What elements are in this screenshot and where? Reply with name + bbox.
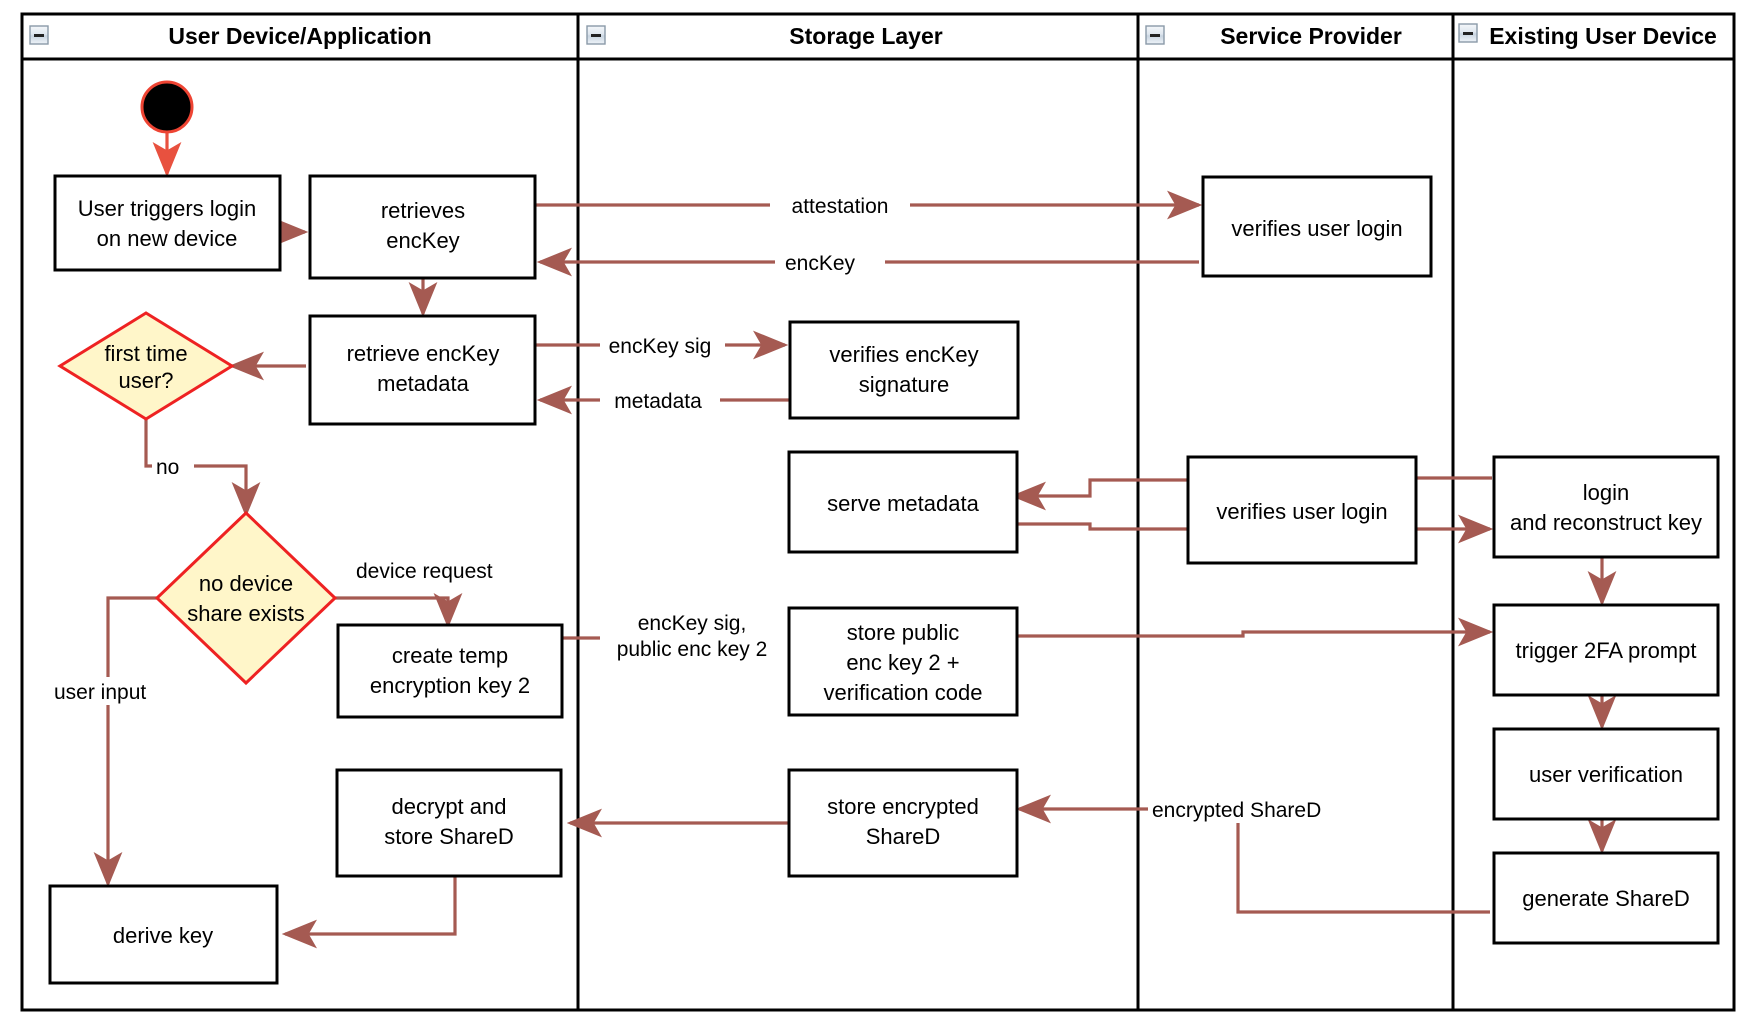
node-decrypt-store-shared[interactable]: decrypt and store ShareD bbox=[335, 768, 563, 878]
node-label-line: user verification bbox=[1529, 762, 1683, 787]
edge-label-enckey-sig-public-2: public enc key 2 bbox=[617, 638, 768, 661]
lane-header-user-device[interactable]: User Device/Application bbox=[29, 23, 432, 49]
node-label-line: retrieve encKey bbox=[347, 341, 500, 366]
edge-no: no bbox=[144, 418, 261, 518]
node-verifies-user-login-2[interactable]: verifies user login bbox=[1186, 455, 1418, 565]
edge-label-enckey-sig: encKey sig bbox=[609, 335, 712, 358]
node-label-line: derive key bbox=[113, 923, 213, 948]
node-create-temp-key[interactable]: create temp encryption key 2 bbox=[336, 623, 564, 719]
node-label-line: enc key 2 + bbox=[846, 650, 959, 675]
node-label-line: store encrypted bbox=[827, 794, 979, 819]
node-serve-metadata[interactable]: serve metadata bbox=[787, 450, 1019, 554]
node-label-line: create temp bbox=[392, 643, 508, 668]
node-label-line: User triggers login bbox=[78, 196, 257, 221]
edge-label-encrypted-shared: encrypted ShareD bbox=[1152, 799, 1321, 822]
node-user-triggers-login[interactable]: User triggers login on new device bbox=[53, 174, 282, 272]
lane-title-service-provider: Service Provider bbox=[1220, 23, 1402, 49]
minus-box-icon[interactable] bbox=[586, 25, 606, 45]
node-retrieves-enckey[interactable]: retrieves encKey bbox=[308, 174, 537, 280]
edge-serve-to-sp bbox=[1014, 514, 1237, 544]
decision-no-device-share[interactable]: no device share exists bbox=[154, 510, 338, 686]
node-label-line: metadata bbox=[377, 371, 469, 396]
node-login-reconstruct[interactable]: login and reconstruct key bbox=[1492, 455, 1720, 559]
node-label-line: on new device bbox=[97, 226, 238, 251]
lane-title-user-device: User Device/Application bbox=[168, 23, 431, 49]
decision-label-line: share exists bbox=[187, 601, 304, 626]
node-label-line: decrypt and bbox=[392, 794, 507, 819]
node-label-line: store ShareD bbox=[384, 824, 514, 849]
node-label-line: signature bbox=[859, 372, 950, 397]
decision-label-line: first time bbox=[104, 341, 187, 366]
lane-title-storage: Storage Layer bbox=[789, 23, 942, 49]
lane-header-existing-device[interactable]: Existing User Device bbox=[1458, 23, 1717, 49]
node-trigger-2fa[interactable]: trigger 2FA prompt bbox=[1492, 603, 1720, 697]
decision-first-time-user[interactable]: first time user? bbox=[57, 311, 235, 421]
node-store-public-key[interactable]: store public enc key 2 + verification co… bbox=[787, 606, 1019, 717]
lane-header-service-provider[interactable]: Service Provider bbox=[1145, 23, 1402, 49]
node-verifies-enckey-sig[interactable]: verifies encKey signature bbox=[788, 320, 1020, 420]
edge-label-device-request: device request bbox=[356, 560, 493, 583]
node-user-verification[interactable]: user verification bbox=[1492, 727, 1720, 821]
edge-label-no: no bbox=[156, 456, 179, 479]
node-label-line: verifies encKey bbox=[829, 342, 978, 367]
node-label-line: verification code bbox=[824, 680, 983, 705]
swimlane-frame bbox=[20, 12, 1736, 1012]
edge-device-request: device request bbox=[335, 556, 530, 629]
edge-sp-to-serve bbox=[1010, 478, 1237, 511]
edge-label-enckey: encKey bbox=[785, 252, 856, 275]
decision-label-line: no device bbox=[199, 571, 293, 596]
edge-store-to-2fa bbox=[1014, 617, 1494, 647]
minus-box-icon[interactable] bbox=[1145, 25, 1165, 45]
node-label-line: ShareD bbox=[866, 824, 941, 849]
node-generate-shared[interactable]: generate ShareD bbox=[1492, 851, 1720, 945]
node-label-line: trigger 2FA prompt bbox=[1516, 638, 1697, 663]
node-verifies-user-login-1[interactable]: verifies user login bbox=[1201, 175, 1433, 278]
initial-node[interactable] bbox=[140, 80, 194, 134]
node-label-line: verifies user login bbox=[1216, 499, 1387, 524]
edge-attestation: attestation bbox=[535, 190, 1203, 220]
node-derive-key[interactable]: derive key bbox=[48, 884, 279, 985]
edge-decrypt-to-derive bbox=[281, 876, 457, 949]
edge-encrypted-shared: encrypted ShareD bbox=[1015, 794, 1490, 914]
edge-enckey-sig-public: encKey sig, public enc key 2 bbox=[562, 607, 790, 665]
node-label-line: serve metadata bbox=[827, 491, 979, 516]
node-label-line: login bbox=[1583, 480, 1629, 505]
lane-dividers bbox=[576, 14, 1455, 1010]
edge-label-enckey-sig-public-1: encKey sig, bbox=[638, 612, 747, 635]
edge-label-user-input: user input bbox=[54, 681, 146, 704]
lane-title-existing-device: Existing User Device bbox=[1489, 23, 1717, 49]
node-label-line: retrieves bbox=[381, 198, 465, 223]
minus-box-icon[interactable] bbox=[29, 25, 49, 45]
edge-metadata: metadata bbox=[536, 385, 792, 415]
decision-label-line: user? bbox=[118, 368, 173, 393]
edge-label-attestation: attestation bbox=[792, 195, 889, 218]
minus-box-icon[interactable] bbox=[1458, 23, 1478, 43]
node-retrieve-enckey-metadata[interactable]: retrieve encKey metadata bbox=[308, 314, 537, 426]
lane-header-storage[interactable]: Storage Layer bbox=[586, 23, 943, 49]
edge-enckey-sig: encKey sig bbox=[535, 330, 789, 360]
node-label-line: encKey bbox=[386, 228, 459, 253]
node-label-line: generate ShareD bbox=[1522, 886, 1690, 911]
node-label-line: verifies user login bbox=[1231, 216, 1402, 241]
node-label-line: encryption key 2 bbox=[370, 673, 530, 698]
node-store-encrypted-shared[interactable]: store encrypted ShareD bbox=[787, 768, 1019, 878]
edge-enckey: encKey bbox=[536, 247, 1199, 277]
node-label-line: store public bbox=[847, 620, 960, 645]
edge-label-metadata: metadata bbox=[614, 390, 702, 413]
edge-user-input: user input bbox=[50, 596, 170, 888]
node-label-line: and reconstruct key bbox=[1510, 510, 1702, 535]
